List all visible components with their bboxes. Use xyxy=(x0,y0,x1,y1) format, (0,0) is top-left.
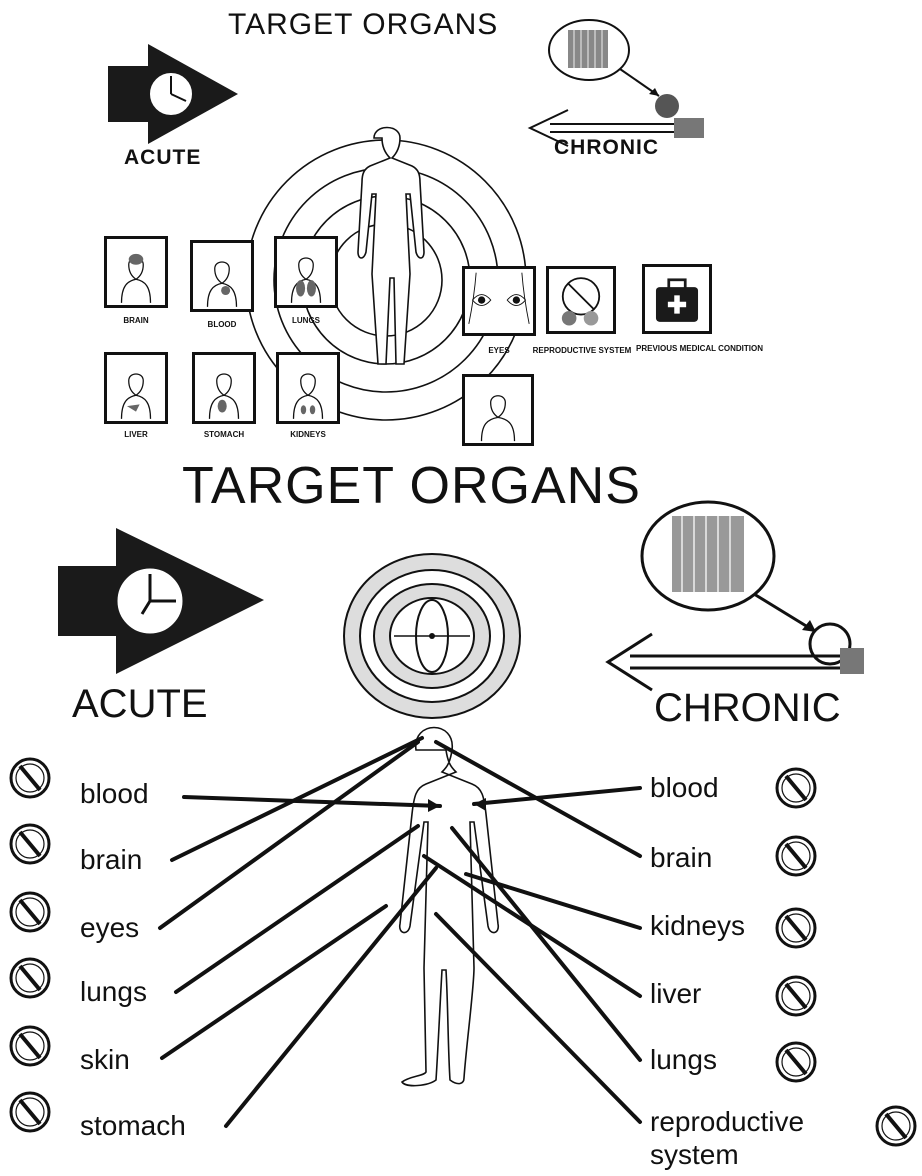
line-chronic-blood xyxy=(474,788,640,804)
acute-organ-skin: skin xyxy=(80,1044,130,1076)
chronic-organ-system: system xyxy=(650,1140,739,1170)
chronic-organ-kidneys: kidneys xyxy=(650,910,745,942)
acute-organ-eyes: eyes xyxy=(80,912,139,944)
line-acute-blood xyxy=(184,797,440,806)
line-chronic-reproductive xyxy=(436,914,640,1122)
line-acute-stomach xyxy=(226,868,436,1126)
prohibition-icon xyxy=(774,906,818,950)
prohibition-icon xyxy=(8,890,52,934)
chronic-organ-lungs: lungs xyxy=(650,1044,717,1076)
acute-organ-stomach: stomach xyxy=(80,1110,186,1142)
acute-organ-brain: brain xyxy=(80,844,142,876)
prohibition-icon xyxy=(8,1024,52,1068)
prohibition-icon xyxy=(774,1040,818,1084)
prohibition-icon xyxy=(774,766,818,810)
line-chronic-brain xyxy=(436,742,640,856)
prohibition-icon xyxy=(8,822,52,866)
prohibition-icon xyxy=(774,974,818,1018)
prohibition-icon xyxy=(774,834,818,878)
prohibition-icon xyxy=(8,756,52,800)
prohibition-icon xyxy=(8,1090,52,1134)
chronic-organ-blood: blood xyxy=(650,772,719,804)
acute-organ-lungs: lungs xyxy=(80,976,147,1008)
line-acute-eyes xyxy=(160,742,418,928)
prohibition-icon xyxy=(874,1104,918,1148)
acute-organ-blood: blood xyxy=(80,778,149,810)
chronic-organ-brain: brain xyxy=(650,842,712,874)
line-acute-skin xyxy=(162,906,386,1058)
prohibition-icon xyxy=(8,956,52,1000)
chronic-organ-reproductive: reproductive xyxy=(650,1106,804,1138)
chronic-organ-liver: liver xyxy=(650,978,701,1010)
